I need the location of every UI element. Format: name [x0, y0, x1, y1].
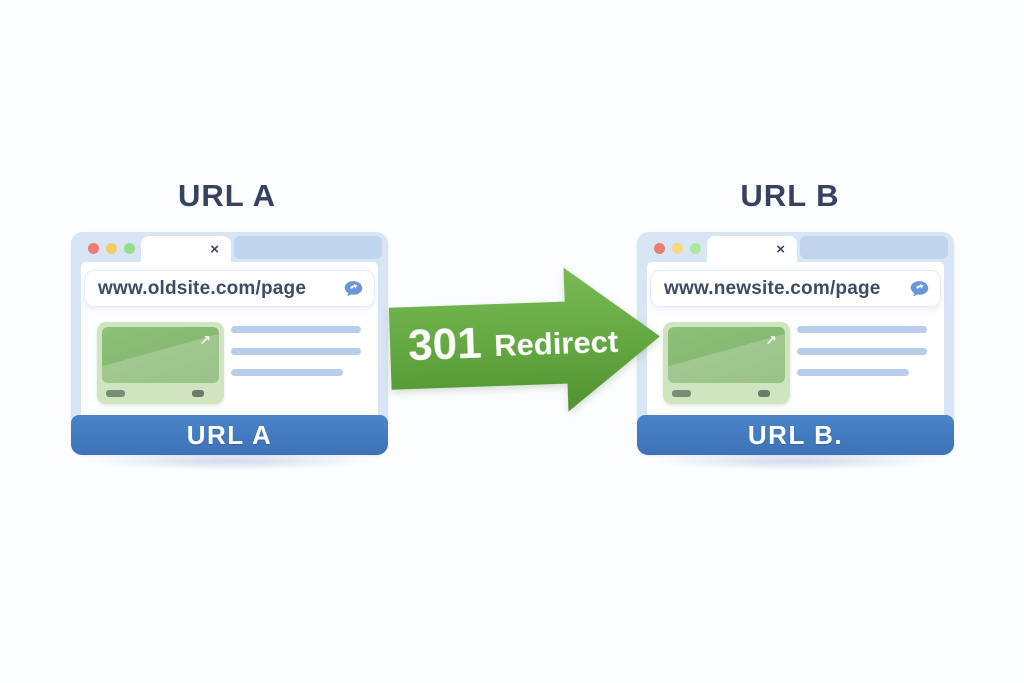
text-placeholder-line: [797, 369, 909, 376]
text-placeholder-line: [231, 369, 343, 376]
text-placeholder-line: [231, 348, 361, 355]
window-control-maximize-dot[interactable]: [124, 243, 135, 254]
tab-strip: [800, 236, 948, 259]
window-shadow: [650, 452, 940, 470]
browser-chrome: ×: [71, 232, 388, 262]
card-pill: [106, 390, 125, 397]
page-content-area: www.newsite.com/page ↗: [647, 262, 944, 415]
redirect-arrow: 301 Redirect: [381, 258, 670, 422]
url-a-footer-bar: URL A: [71, 415, 388, 455]
trend-up-icon: ↗: [765, 332, 777, 348]
tab-close-icon[interactable]: ×: [776, 240, 785, 258]
url-text: www.oldsite.com/page: [98, 277, 307, 299]
window-control-minimize-dot[interactable]: [106, 243, 117, 254]
browser-chrome: ×: [637, 232, 954, 262]
url-text: www.newsite.com/page: [664, 277, 881, 299]
share-icon[interactable]: [909, 280, 940, 298]
browser-window-url-a: × www.oldsite.com/page ↗ URL A: [71, 232, 388, 455]
window-shadow: [84, 452, 374, 470]
window-control-maximize-dot[interactable]: [690, 243, 701, 254]
address-bar[interactable]: www.newsite.com/page: [650, 270, 941, 307]
thumbnail-image: ↗: [102, 327, 219, 383]
thumbnail-image: ↗: [668, 327, 785, 383]
thumbnail-card: ↗: [663, 322, 790, 404]
page-content-area: www.oldsite.com/page ↗: [81, 262, 378, 415]
redirect-label-text: Redirect: [494, 324, 619, 363]
text-placeholder-line: [231, 326, 361, 333]
card-pill: [192, 390, 204, 397]
url-a-title: URL A: [178, 178, 276, 213]
browser-tab[interactable]: ×: [141, 236, 231, 262]
text-placeholder-line: [797, 348, 927, 355]
url-b-title: URL B: [740, 178, 840, 213]
address-bar[interactable]: www.oldsite.com/page: [84, 270, 375, 307]
share-icon[interactable]: [343, 280, 374, 298]
card-pill: [758, 390, 770, 397]
text-placeholder-line: [797, 326, 927, 333]
window-controls: [654, 243, 701, 254]
window-control-close-dot[interactable]: [88, 243, 99, 254]
thumbnail-card: ↗: [97, 322, 224, 404]
card-pill: [672, 390, 691, 397]
window-control-close-dot[interactable]: [654, 243, 665, 254]
window-control-minimize-dot[interactable]: [672, 243, 683, 254]
tab-strip: [234, 236, 382, 259]
browser-tab[interactable]: ×: [707, 236, 797, 262]
trend-up-icon: ↗: [199, 332, 211, 348]
browser-window-url-b: × www.newsite.com/page ↗ URL B.: [637, 232, 954, 455]
url-b-footer-bar: URL B.: [637, 415, 954, 455]
window-controls: [88, 243, 135, 254]
tab-close-icon[interactable]: ×: [210, 240, 219, 258]
arrow-shape: [388, 267, 660, 412]
redirect-code-text: 301: [407, 319, 482, 371]
